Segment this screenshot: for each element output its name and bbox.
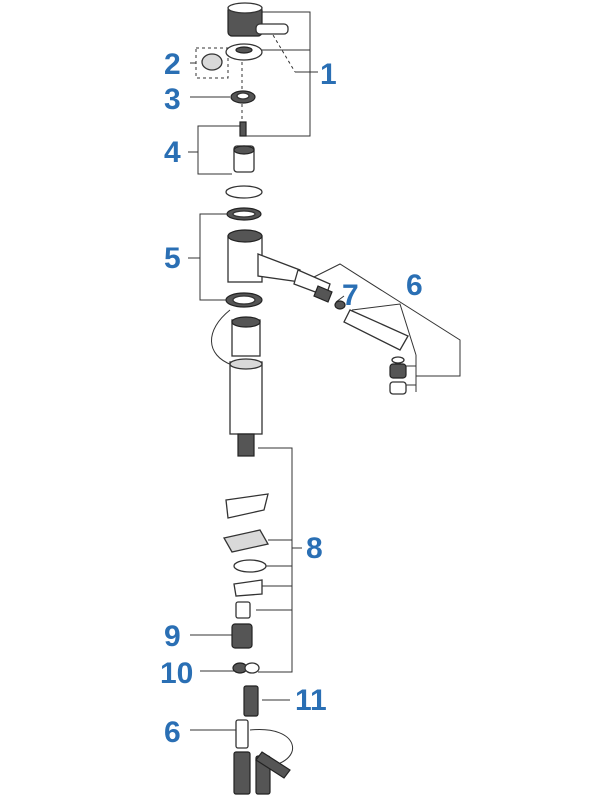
callout-10: 10 [160, 657, 193, 690]
callout-2: 2 [164, 48, 181, 81]
ring [225, 185, 263, 199]
parts [201, 2, 409, 795]
callout-8: 8 [306, 532, 323, 565]
cartridge [233, 121, 255, 173]
springs [233, 685, 291, 795]
washers [232, 662, 260, 674]
callout-6-lower: 6 [164, 716, 181, 749]
callout-11: 11 [295, 684, 327, 717]
callout-6-upper: 6 [406, 269, 423, 302]
callout-4: 4 [164, 136, 181, 169]
base-body [229, 316, 263, 457]
spout [293, 269, 409, 395]
callout-9: 9 [164, 620, 181, 653]
ring-3 [230, 90, 256, 104]
callout-7: 7 [342, 279, 359, 312]
callout-1: 1 [320, 58, 337, 91]
callout-3: 3 [164, 83, 181, 116]
insert-part [201, 53, 223, 71]
cap [225, 43, 263, 61]
mounting-kit [222, 493, 270, 619]
callout-5: 5 [164, 242, 181, 275]
leader-lines [188, 11, 461, 767]
nut [231, 623, 253, 649]
tap-body [227, 229, 301, 283]
handle-lever [227, 2, 289, 37]
